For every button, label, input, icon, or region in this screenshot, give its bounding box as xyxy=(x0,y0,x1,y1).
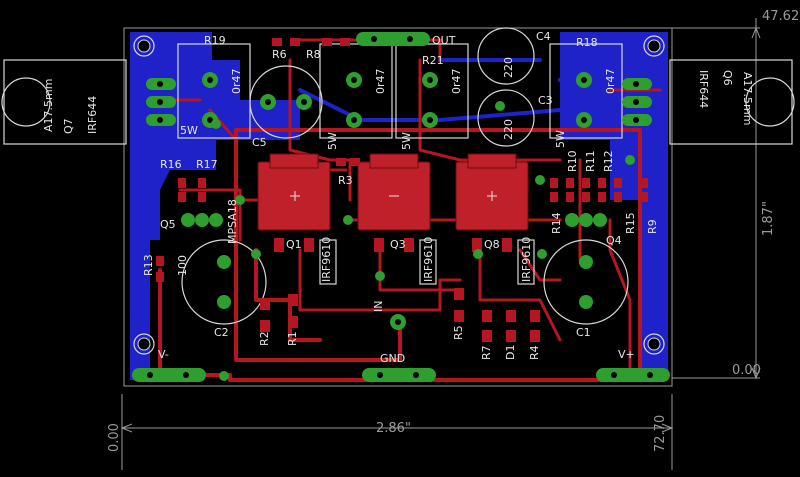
q6-ref: Q6 xyxy=(721,70,734,86)
r19-value: 0r47 xyxy=(230,68,243,94)
r9-ref: R9 xyxy=(646,219,659,234)
r11-ref: R11 xyxy=(584,150,597,172)
dim-bottom-right: 72.70 xyxy=(653,415,668,452)
r17-ref: R17 xyxy=(196,158,218,171)
r20-value: 0r47 xyxy=(374,68,387,94)
c2-ref: C2 xyxy=(214,326,229,339)
r8-ref: R8 xyxy=(306,48,321,61)
q5-ref: Q5 xyxy=(160,218,176,231)
through-hole-pads xyxy=(132,32,670,382)
c2-value: 100 xyxy=(176,255,189,276)
r20-power: 5W xyxy=(326,132,339,150)
c5-ref: C5 xyxy=(252,136,267,149)
c4-ref: C4 xyxy=(536,30,551,43)
r19-power: 5W xyxy=(180,124,198,137)
label-v-plus: V+ xyxy=(618,348,635,361)
dim-right-zero: 0.00 xyxy=(732,363,761,378)
silkscreen xyxy=(1,27,795,355)
r2-ref: R2 xyxy=(258,331,271,346)
r13-ref: R13 xyxy=(142,254,155,276)
c3-ref: C3 xyxy=(538,94,553,107)
q6-heatsink: A17.5mm xyxy=(741,72,754,125)
r12-ref: R12 xyxy=(602,150,615,172)
r21-ref: R21 xyxy=(422,54,444,67)
c1-ref: C1 xyxy=(576,326,591,339)
q3-ref: Q3 xyxy=(390,238,406,251)
r6-ref: R6 xyxy=(272,48,287,61)
dim-width: 2.86" xyxy=(376,421,411,436)
r3-ref: R3 xyxy=(338,174,353,187)
q4-ref: Q4 xyxy=(606,234,622,247)
r7-ref: R7 xyxy=(480,345,493,360)
q3-part: IRF9610 xyxy=(422,237,435,282)
r21-value: 0r47 xyxy=(450,68,463,94)
dimension-lines: 47.62 1.87" 2.86" 0.00 0.00 72.70 xyxy=(107,9,799,470)
r18-value: 0r47 xyxy=(604,68,617,94)
r15-ref: R15 xyxy=(624,212,637,234)
r1-ref: R1 xyxy=(286,331,299,346)
q7-heatsink: A17.5mm xyxy=(42,79,55,132)
dim-height: 1.87" xyxy=(761,201,776,236)
smd-resistor-pads xyxy=(156,38,648,342)
r19-ref: R19 xyxy=(204,34,226,47)
r10-ref: R10 xyxy=(566,150,579,172)
r16-ref: R16 xyxy=(160,158,182,171)
label-out: OUT xyxy=(432,34,456,47)
q1-ref: Q1 xyxy=(286,238,302,251)
mounting-holes xyxy=(137,39,661,351)
q7-ref: Q7 xyxy=(62,118,75,134)
q1-part: IRF9610 xyxy=(320,237,333,282)
q8-part: IRF9610 xyxy=(520,237,533,282)
label-in: IN xyxy=(372,301,385,312)
net-labels: OUT GND IN V- V+ xyxy=(158,34,635,365)
d1-ref: D1 xyxy=(504,345,517,360)
r4-ref: R4 xyxy=(528,345,541,360)
r21-power: 5W xyxy=(400,132,413,150)
component-labels: Q7 IRF644 A17.5mm Q6 IRF644 A17.5mm R19 … xyxy=(42,30,754,360)
r14-ref: R14 xyxy=(550,212,563,234)
c3-value: 220 xyxy=(502,119,515,140)
q7-part: IRF644 xyxy=(86,96,99,134)
q6-part: IRF644 xyxy=(697,70,710,108)
r18-ref: R18 xyxy=(576,36,598,49)
q8-ref: Q8 xyxy=(484,238,500,251)
label-v-minus: V- xyxy=(158,348,169,361)
q2-part: MPSA18 xyxy=(226,199,239,244)
mosfet-pads xyxy=(257,153,529,252)
label-gnd: GND xyxy=(380,352,405,365)
dim-top-right: 47.62 xyxy=(762,9,799,24)
r18-power: 5W xyxy=(554,130,567,148)
dim-bottom-zero: 0.00 xyxy=(107,423,122,452)
r5-ref: R5 xyxy=(452,325,465,340)
c4-value: 220 xyxy=(502,57,515,78)
